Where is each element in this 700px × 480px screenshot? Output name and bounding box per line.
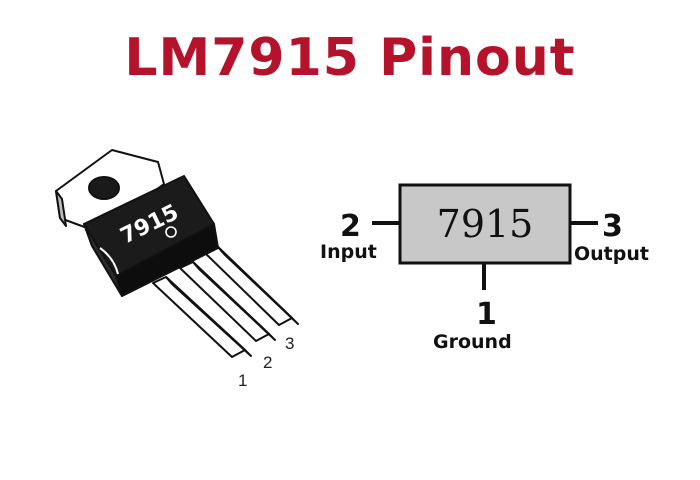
- mounting-hole-icon: [88, 176, 120, 200]
- to220-package: [55, 149, 299, 358]
- output-pin-name: Output: [574, 243, 649, 265]
- output-pin-number: 3: [602, 209, 623, 244]
- lead-2: [179, 261, 276, 342]
- input-pin-number: 2: [340, 209, 361, 244]
- page-title: LM7915 Pinout: [124, 28, 576, 88]
- input-pin-name: Input: [320, 241, 377, 263]
- epoxy-body: [83, 175, 219, 297]
- ground-pin-name: Ground: [433, 331, 512, 353]
- package-pin-number-3: 3: [285, 334, 294, 353]
- lead-1: [152, 276, 252, 358]
- schematic-symbol: [372, 183, 598, 290]
- lead-3: [204, 246, 299, 326]
- package-pin-number-1: 1: [238, 371, 247, 390]
- symbol-label: 7915: [437, 202, 534, 246]
- ground-pin-number: 1: [476, 297, 497, 332]
- heatsink-tab: [55, 149, 165, 233]
- package-pin-number-2: 2: [263, 353, 272, 372]
